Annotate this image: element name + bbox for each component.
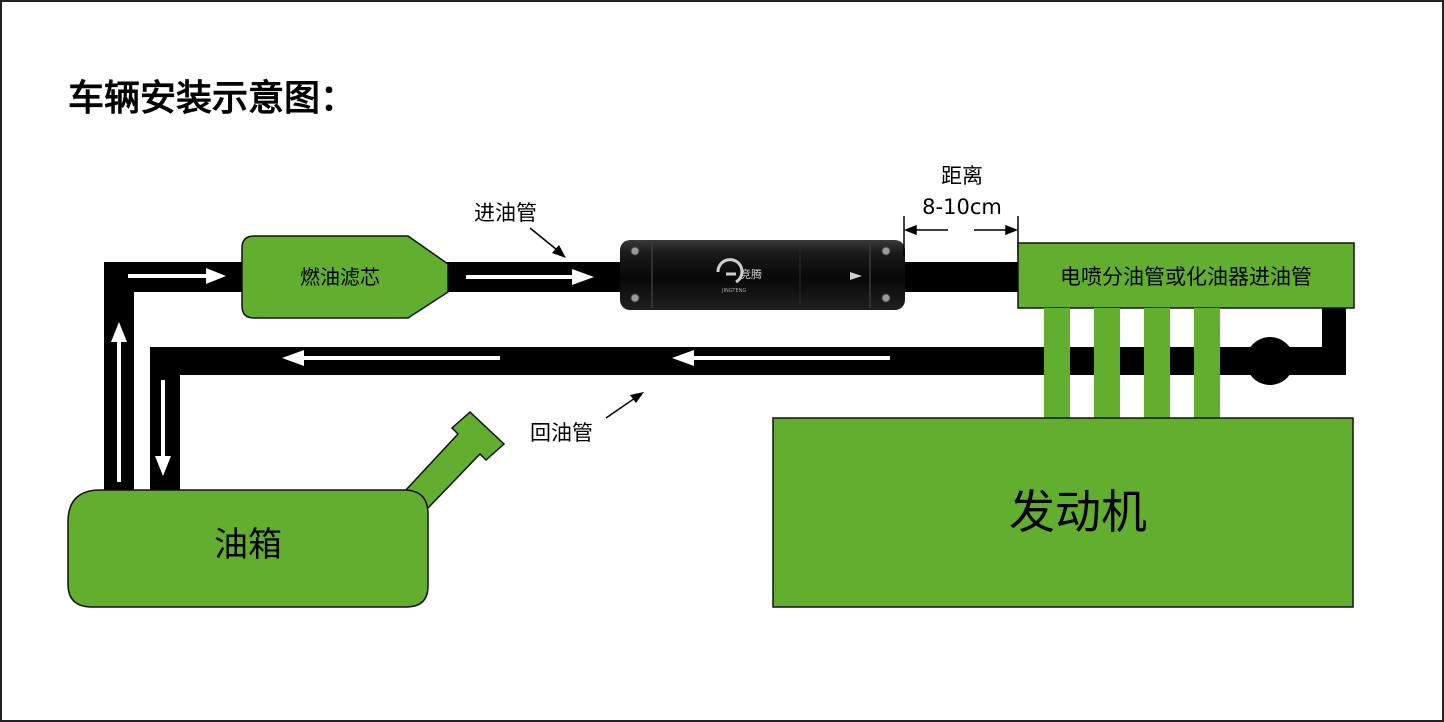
- distance-title: 距离: [941, 164, 983, 188]
- arrow-left-icon: [282, 350, 500, 366]
- device-brand-subtext: JINGTENG: [721, 288, 746, 294]
- flow-arrows: [111, 268, 890, 482]
- return-pipe-label: 回油管: [530, 421, 593, 445]
- device-body: [620, 240, 905, 310]
- fuel-tank-label: 油箱: [214, 525, 282, 565]
- supply-line: [104, 262, 1020, 494]
- injector-rail: 电喷分油管或化油器进油管: [1017, 242, 1355, 309]
- injector-rail-box: [1017, 242, 1355, 309]
- fuel-filter-shape: [241, 235, 449, 319]
- inlet-pipe-label: 进油管: [474, 201, 537, 225]
- pressure-regulator: [1246, 337, 1294, 385]
- fuel-filter-label: 燃油滤芯: [300, 265, 380, 289]
- engine-label: 发动机: [1009, 485, 1147, 539]
- tank-body: [67, 489, 429, 608]
- return-pointer-arrow-icon: [605, 392, 644, 419]
- distance-value: 8-10cm: [922, 195, 1002, 219]
- arrow-right-icon: [466, 269, 594, 285]
- inlet-pointer-arrow-icon: [529, 227, 566, 258]
- arrow-left-icon: [672, 350, 890, 366]
- fuel-filter: 燃油滤芯: [241, 235, 449, 319]
- device-brand-text: 竞腾: [740, 267, 762, 281]
- arrow-right-icon: [128, 268, 226, 284]
- fuel-saver-device: 竞腾 JINGTENG: [620, 240, 905, 310]
- injector-rail-label: 电喷分油管或化油器进油管: [1060, 265, 1312, 289]
- arrow-down-icon: [155, 380, 171, 476]
- arrow-up-icon: [111, 322, 127, 482]
- tank-filler-neck: [402, 410, 506, 509]
- brand-logo-icon: [716, 258, 744, 284]
- diagram-title: 车辆安装示意图：: [68, 78, 356, 119]
- device-screws: [630, 246, 891, 303]
- engine: 发动机: [772, 417, 1354, 608]
- injector-tubes: [1044, 308, 1220, 420]
- rail-feed-pipe: [895, 262, 1020, 292]
- engine-block: [772, 417, 1354, 608]
- fuel-tank: 油箱: [67, 410, 506, 608]
- flow-direction-icon: [850, 272, 862, 280]
